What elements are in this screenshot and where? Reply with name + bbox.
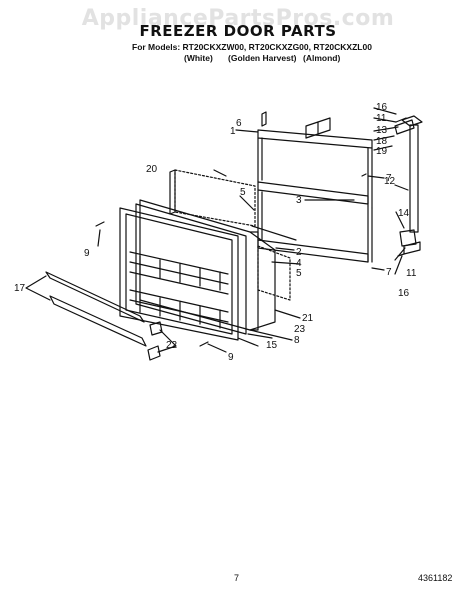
- callout-label: 13: [376, 125, 388, 136]
- callout-labels: 1 2 3 4 5 5 6 7 7 8 9 9 11 11 12 13 14 1…: [14, 102, 417, 363]
- page-title: FREEZER DOOR PARTS: [139, 22, 337, 40]
- callout-label: 18: [376, 136, 388, 147]
- models-line: For Models: RT20CKXZW00, RT20CKXZG00, RT…: [132, 42, 372, 52]
- document-number: 4361182: [418, 573, 453, 583]
- callout-label: 3: [296, 195, 302, 206]
- callout-label: 12: [384, 176, 396, 187]
- callout-label: 5: [296, 268, 302, 279]
- model-color-almond: (Almond): [303, 53, 341, 63]
- callout-label: 11: [406, 268, 417, 279]
- callout-label: 14: [398, 208, 410, 219]
- callout-label: 6: [236, 118, 242, 129]
- callout-label: 16: [376, 102, 388, 113]
- callout-label: 7: [386, 267, 392, 278]
- callout-label: 19: [376, 146, 388, 157]
- callout-label: 21: [302, 313, 314, 324]
- callout-label: 11: [376, 113, 387, 124]
- callout-label: 23: [294, 324, 306, 335]
- callout-label: 15: [266, 340, 278, 351]
- page-number: 7: [234, 573, 240, 583]
- callout-label: 7: [386, 173, 392, 184]
- watermark: AppliancePartsPros.com: [81, 6, 395, 31]
- model-color-golden-harvest: (Golden Harvest): [228, 53, 297, 63]
- model-color-white: (White): [184, 53, 213, 63]
- callout-label: 9: [84, 248, 90, 259]
- callout-label: 2: [296, 247, 302, 258]
- right-strip: [409, 124, 419, 233]
- callout-label: 8: [294, 335, 300, 346]
- callout-label: 22: [166, 340, 178, 351]
- callout-label: 4: [296, 258, 302, 269]
- callout-label: 20: [146, 164, 158, 175]
- door-frame: [257, 129, 373, 263]
- callout-label: 17: [14, 283, 26, 294]
- callout-label: 16: [398, 288, 410, 299]
- callout-label: 9: [228, 352, 234, 363]
- callout-label: 5: [240, 187, 246, 198]
- callout-label: 1: [230, 126, 236, 137]
